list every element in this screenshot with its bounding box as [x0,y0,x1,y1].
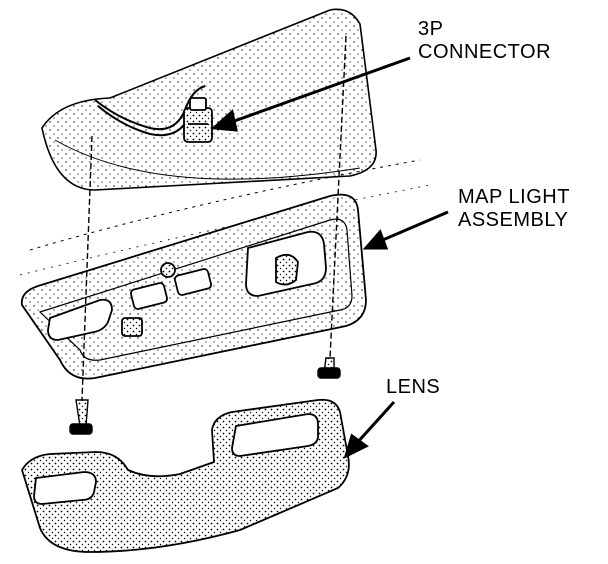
3p-connector-part [183,97,213,143]
map-light-callout: MAP LIGHT ASSEMBLY [458,186,570,232]
connector-callout: 3P CONNECTOR [418,18,551,64]
map-light-arrowhead [362,229,389,250]
connector-callout-line2: CONNECTOR [418,41,552,63]
lens-arrowhead [343,433,369,459]
map-light-leader [377,210,449,244]
lens-leader [354,400,396,446]
connector-callout-line1: 3P [418,18,444,40]
map-light-housing [20,193,367,380]
leader-arrows [210,56,449,459]
connector-arrowhead [210,109,238,132]
roof-headliner [19,8,431,276]
mounting-screws [69,35,347,435]
lens-callout: LENS [386,376,440,399]
lens-callout-line1: LENS [386,376,441,398]
lens-part [21,398,350,553]
map-light-callout-line1: MAP LIGHT [458,186,570,208]
wire-harness [94,85,206,137]
map-light-callout-line2: ASSEMBLY [458,209,569,231]
connector-leader [225,56,411,126]
